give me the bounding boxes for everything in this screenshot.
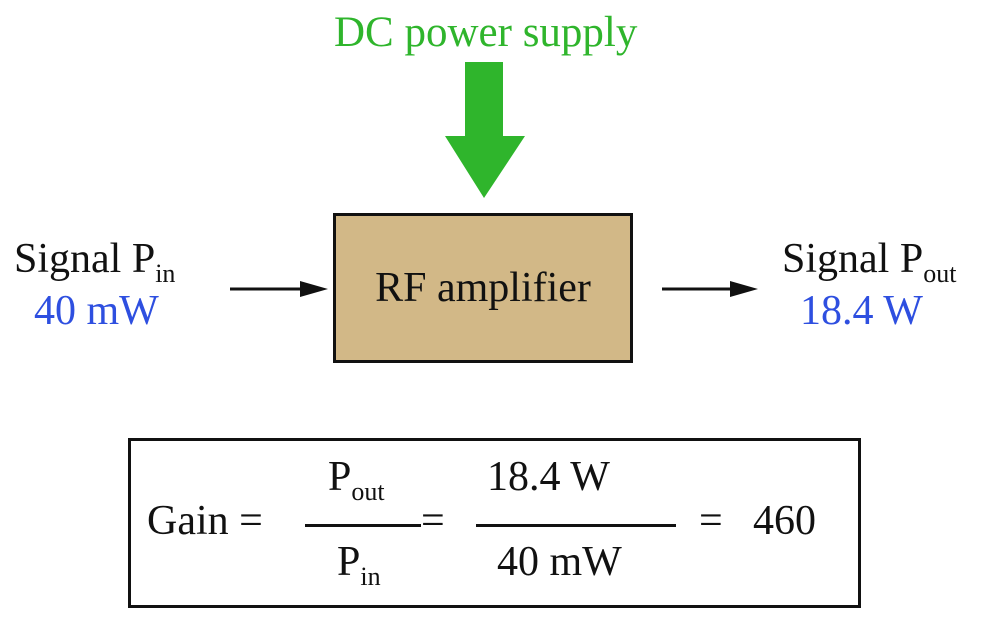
frac1-num-base: P	[328, 454, 352, 500]
frac1-den-base: P	[337, 539, 361, 585]
frac2-denominator: 40 mW	[497, 539, 622, 585]
output-arrow-icon	[662, 281, 758, 297]
signal-in-value: 40 mW	[34, 288, 159, 334]
frac1-line	[305, 524, 421, 527]
equals-2: =	[699, 498, 723, 544]
rf-amplifier-block: RF amplifier	[333, 213, 633, 363]
signal-out-label: Signal Pout	[782, 235, 956, 287]
dc-power-supply-label: DC power supply	[334, 9, 638, 56]
frac1-den-sub: in	[360, 562, 381, 591]
signal-out-subscript: out	[923, 259, 957, 288]
rf-amplifier-label: RF amplifier	[375, 265, 591, 311]
frac1-denominator: Pin	[337, 538, 381, 590]
gain-lhs: Gain =	[147, 498, 263, 544]
gain-formula-box: Gain = Pout Pin = 18.4 W 40 mW = 460	[128, 438, 861, 608]
frac2-numerator: 18.4 W	[487, 454, 610, 500]
gain-result: 460	[753, 498, 816, 544]
frac2-line	[476, 524, 676, 527]
frac1-num-sub: out	[351, 477, 385, 506]
signal-in-subscript: in	[155, 259, 176, 288]
signal-out-value: 18.4 W	[800, 288, 923, 334]
signal-out-text: Signal P	[782, 236, 924, 282]
equals-1: =	[421, 498, 445, 544]
frac1-numerator: Pout	[328, 453, 385, 505]
power-arrow-icon	[445, 62, 525, 198]
signal-in-label: Signal Pin	[14, 235, 175, 287]
input-arrow-icon	[230, 281, 328, 297]
signal-in-text: Signal P	[14, 236, 156, 282]
